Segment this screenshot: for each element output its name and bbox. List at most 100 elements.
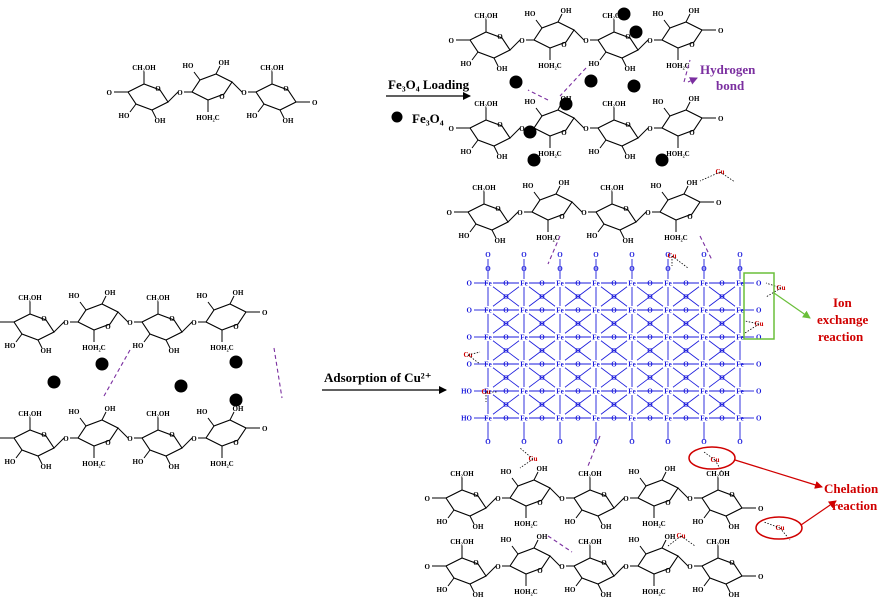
ring-oxygen-label: O [497, 33, 503, 41]
hydroxyl-bond [493, 145, 499, 155]
lattice-oxygen-label: O [683, 374, 689, 382]
terminal-oxygen-label: O [425, 495, 431, 503]
ring-oxygen-label: O [561, 41, 567, 49]
ho-label: HO [119, 112, 130, 120]
lattice-oxygen-label: O [629, 438, 635, 446]
lattice-oxygen-label: O [719, 334, 725, 342]
fe-o-bond [487, 363, 525, 392]
hydroxyl-bond [597, 223, 605, 233]
oh-label: OH [689, 7, 700, 15]
hydroxyl-bond [491, 229, 497, 239]
hydroxyl-bond [101, 295, 107, 305]
ho-label: HO [437, 518, 448, 526]
hydroxyl-bond [79, 417, 87, 427]
coordination-bond [719, 171, 736, 183]
iron-atom-label: Fe [484, 361, 491, 369]
fe-label-backdrop [555, 387, 565, 395]
iron-atom-label: Fe [628, 334, 635, 342]
hydroxyl-bond [619, 229, 625, 239]
fe3o4-nanoparticle [229, 355, 243, 369]
iron-atom-label: Fe [484, 307, 491, 315]
iron-atom-label: Fe [484, 415, 491, 423]
glycosidic-bond [181, 437, 193, 449]
hoh2c-label: HOH₂C [666, 62, 690, 70]
terminal-oxygen-label: O [312, 99, 318, 107]
iron-atom-label: Fe [556, 415, 563, 423]
fe-o-bond [631, 309, 669, 338]
ring-oxygen-label: O [219, 93, 225, 101]
oh-label: OH [155, 117, 166, 125]
terminal-oxygen-label: O [758, 573, 764, 581]
ho-label: HO [525, 98, 536, 106]
lattice-oxygen-label: O [539, 307, 545, 315]
hydroxyl-bond [79, 301, 87, 311]
ho-label: HO [69, 408, 80, 416]
ring-oxygen-label: O [41, 431, 47, 439]
glycosidic-bond [637, 39, 649, 51]
oh-label: OH [623, 237, 634, 245]
ho-label: HO [459, 232, 470, 240]
lattice-oxygen-label: O [719, 307, 725, 315]
lattice-oxygen-label: O [611, 401, 617, 409]
ho-label: HO [461, 60, 472, 68]
lattice-oxygen-label: O [683, 347, 689, 355]
oh-label: OH [233, 405, 244, 413]
hydroxyl-bond [575, 577, 583, 587]
hydroxyl-bond [575, 509, 583, 519]
lattice-oxygen-label: O [539, 361, 545, 369]
lattice-oxygen-label: O [647, 334, 653, 342]
hydroxyl-bond [165, 455, 171, 465]
lattice-oxygen-label: O [647, 415, 653, 423]
lattice-oxygen-label: O [503, 347, 509, 355]
coordination-bond [703, 451, 716, 461]
fe-label-backdrop [627, 387, 637, 395]
lattice-oxygen-label: O [719, 374, 725, 382]
fe3o4-nanoparticle [655, 153, 669, 167]
oh-label: OH [41, 347, 52, 355]
hydroxyl-bond [533, 471, 539, 481]
iron-atom-label: Fe [628, 307, 635, 315]
fe-o-bond [523, 363, 561, 392]
lattice-oxygen-label: O [503, 388, 509, 396]
glycosidic-oxygen-label: O [495, 495, 501, 503]
oh-label: OH [625, 153, 636, 161]
oh-label: OH [283, 117, 294, 125]
ho-label: HO [523, 182, 534, 190]
fe-label-backdrop [555, 360, 565, 368]
cellulose-chain: OOCH₂OHHOOHOOHOH₂CHOOHOOCH₂OHHOOHOOHOH₂C… [0, 289, 268, 355]
hydroxyl-bond [685, 13, 691, 23]
lattice-oxygen-label: O [683, 293, 689, 301]
iron-atom-label: Fe [592, 388, 599, 396]
hoh2c-label: HOH₂C [536, 234, 560, 242]
hydroxyl-bond [165, 339, 171, 349]
lattice-oxygen-label: O [503, 361, 509, 369]
oh-label: OH [473, 523, 484, 531]
ho-label: HO [589, 60, 600, 68]
fe3o4-legend-label: Fe₃O₄ [412, 111, 444, 126]
fe-o-bond [703, 390, 741, 419]
terminal-oxygen-label: O [447, 209, 453, 217]
iron-atom-label: Fe [556, 388, 563, 396]
oh-label: OH [625, 65, 636, 73]
fe-o-bond [559, 390, 597, 419]
fe3o4-nanoparticle [627, 79, 641, 93]
hydroxyl-bond [639, 477, 647, 487]
hydroxyl-bond [469, 583, 475, 593]
glycosidic-oxygen-label: O [559, 495, 565, 503]
hydroxyl-bond [725, 515, 731, 525]
glycosidic-oxygen-label: O [517, 209, 523, 217]
chelation-pointer-lower [800, 500, 837, 526]
hydroxyl-bond [661, 539, 667, 549]
coordination-bond [467, 351, 481, 356]
glycosidic-oxygen-label: O [191, 435, 197, 443]
ch2oh-label: CH₂OH [18, 410, 42, 418]
iron-atom-label: Fe [484, 388, 491, 396]
hydroxyl-bond [639, 545, 647, 555]
ring-oxygen-label: O [623, 205, 629, 213]
lattice-oxygen-label: O [611, 347, 617, 355]
hydroxyl-bond [447, 577, 455, 587]
lattice-oxygen-label: O [611, 361, 617, 369]
lattice-oxygen-label: O [719, 293, 725, 301]
hoh2c-label: HOH₂C [664, 234, 688, 242]
terminal-oxygen-label: O [107, 89, 113, 97]
